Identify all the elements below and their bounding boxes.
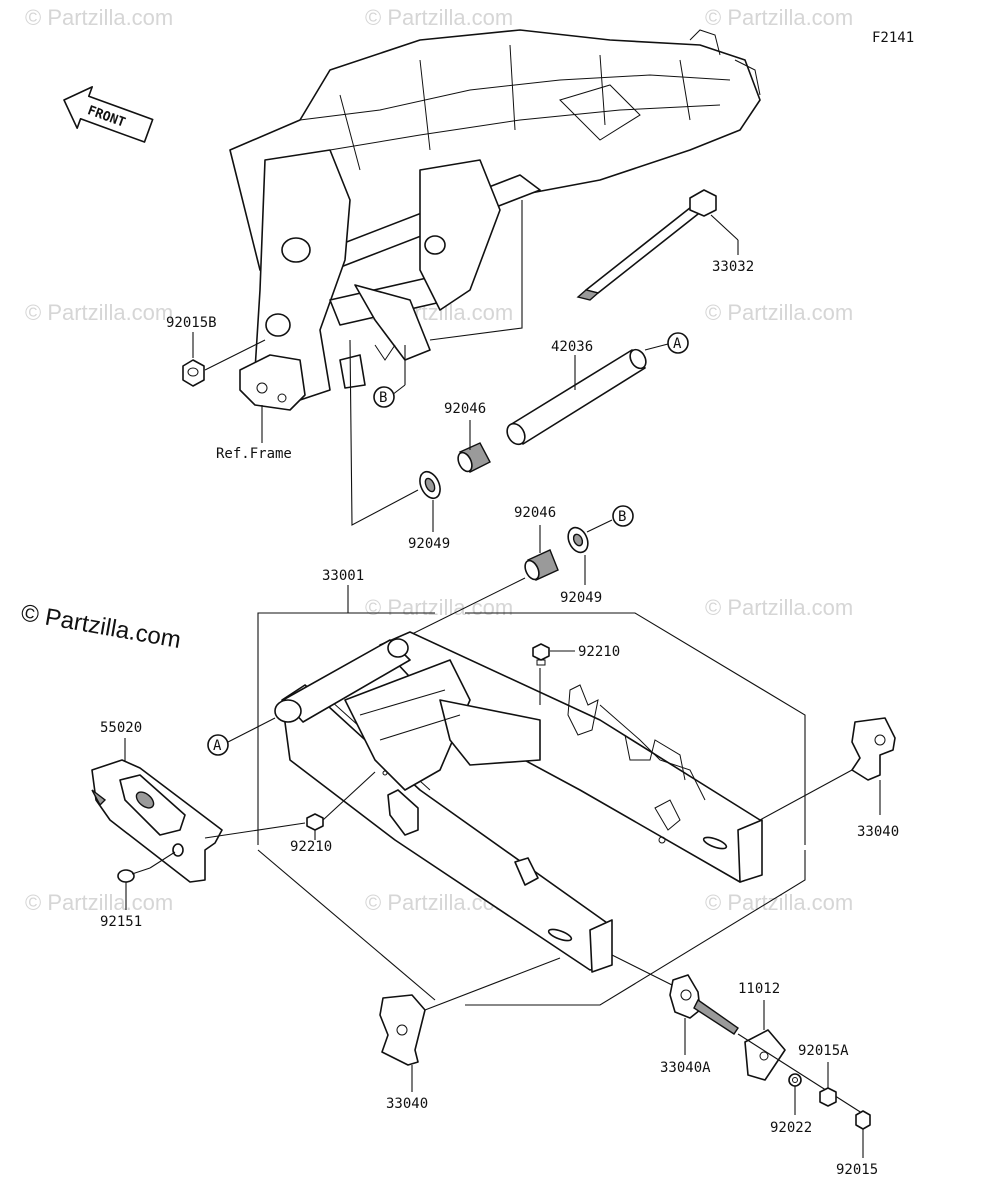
callout-a-left: A xyxy=(207,717,276,756)
needle-bearing-92046-mid: 92046 xyxy=(514,505,559,581)
callout-a-left-label: A xyxy=(213,738,222,754)
needle-bearing-92046-top: 92046 xyxy=(444,401,491,473)
watermark: © Partzilla.com xyxy=(705,5,853,30)
chain-adjuster-33040-right: 33040 xyxy=(759,717,899,840)
label-33040-right: 33040 xyxy=(857,824,899,840)
label-33040-bottom: 33040 xyxy=(386,1096,428,1112)
ref-frame-label: Ref.Frame xyxy=(216,446,292,462)
label-33040A: 33040A xyxy=(660,1060,711,1076)
label-92046-mid: 92046 xyxy=(514,505,556,521)
figure-code: F2141 xyxy=(872,30,914,46)
watermark: © Partzilla.com xyxy=(705,890,853,915)
label-55020: 55020 xyxy=(100,720,142,736)
washer-92022: 92022 xyxy=(770,1073,812,1136)
watermark: © Partzilla.com xyxy=(25,5,173,30)
bolt-92210-bottom: 92210 xyxy=(290,771,376,855)
watermark: © Partzilla.com xyxy=(25,300,173,325)
brand-watermark: © Partzilla.com xyxy=(19,599,183,654)
label-92046-top: 92046 xyxy=(444,401,486,417)
callout-a-top-label: A xyxy=(673,336,682,352)
swingarm-33001: 33001 xyxy=(257,568,806,1006)
label-92049-top: 92049 xyxy=(408,536,450,552)
adjuster-33040A: 33040A xyxy=(611,954,739,1076)
screw-92151: 92151 xyxy=(100,851,176,930)
pivot-shaft-33032: 33032 xyxy=(576,189,754,301)
seal-92049-mid: B 92049 xyxy=(560,505,634,606)
chain-guide-55020: 55020 xyxy=(91,720,306,883)
seal-92049-top: 92049 xyxy=(408,470,450,552)
watermark: © Partzilla.com xyxy=(705,595,853,620)
motorcycle-frame xyxy=(229,29,761,411)
label-92049-mid: 92049 xyxy=(560,590,602,606)
label-92022: 92022 xyxy=(770,1120,812,1136)
nut-92015A: 92015A xyxy=(798,1043,849,1107)
bolt-92210-top: 92210 xyxy=(532,643,620,705)
watermark: © Partzilla.com xyxy=(365,5,513,30)
label-33032: 33032 xyxy=(712,259,754,275)
plate-11012: 11012 xyxy=(738,981,786,1081)
label-92015B: 92015B xyxy=(166,315,217,331)
label-92210-top: 92210 xyxy=(578,644,620,660)
nut-92015: 92015 xyxy=(836,1110,878,1178)
chain-adjuster-33040-bottom: 33040 xyxy=(379,957,561,1112)
label-92015A: 92015A xyxy=(798,1043,849,1059)
front-arrow: FRONT xyxy=(63,86,154,143)
label-11012: 11012 xyxy=(738,981,780,997)
callout-b-left-label: B xyxy=(379,390,387,406)
label-92151: 92151 xyxy=(100,914,142,930)
label-92210-bottom: 92210 xyxy=(290,839,332,855)
label-33001: 33001 xyxy=(322,568,364,584)
label-42036: 42036 xyxy=(551,339,593,355)
nut-92015B: 92015B xyxy=(166,315,266,387)
watermark: © Partzilla.com xyxy=(705,300,853,325)
collar-42036: A 42036 xyxy=(506,332,689,446)
watermark: © Partzilla.com xyxy=(25,890,173,915)
callout-b-right-label: B xyxy=(618,509,626,525)
callout-b-left: B xyxy=(373,345,406,408)
label-92015: 92015 xyxy=(836,1162,878,1178)
watermark: © Partzilla.com xyxy=(365,595,513,620)
